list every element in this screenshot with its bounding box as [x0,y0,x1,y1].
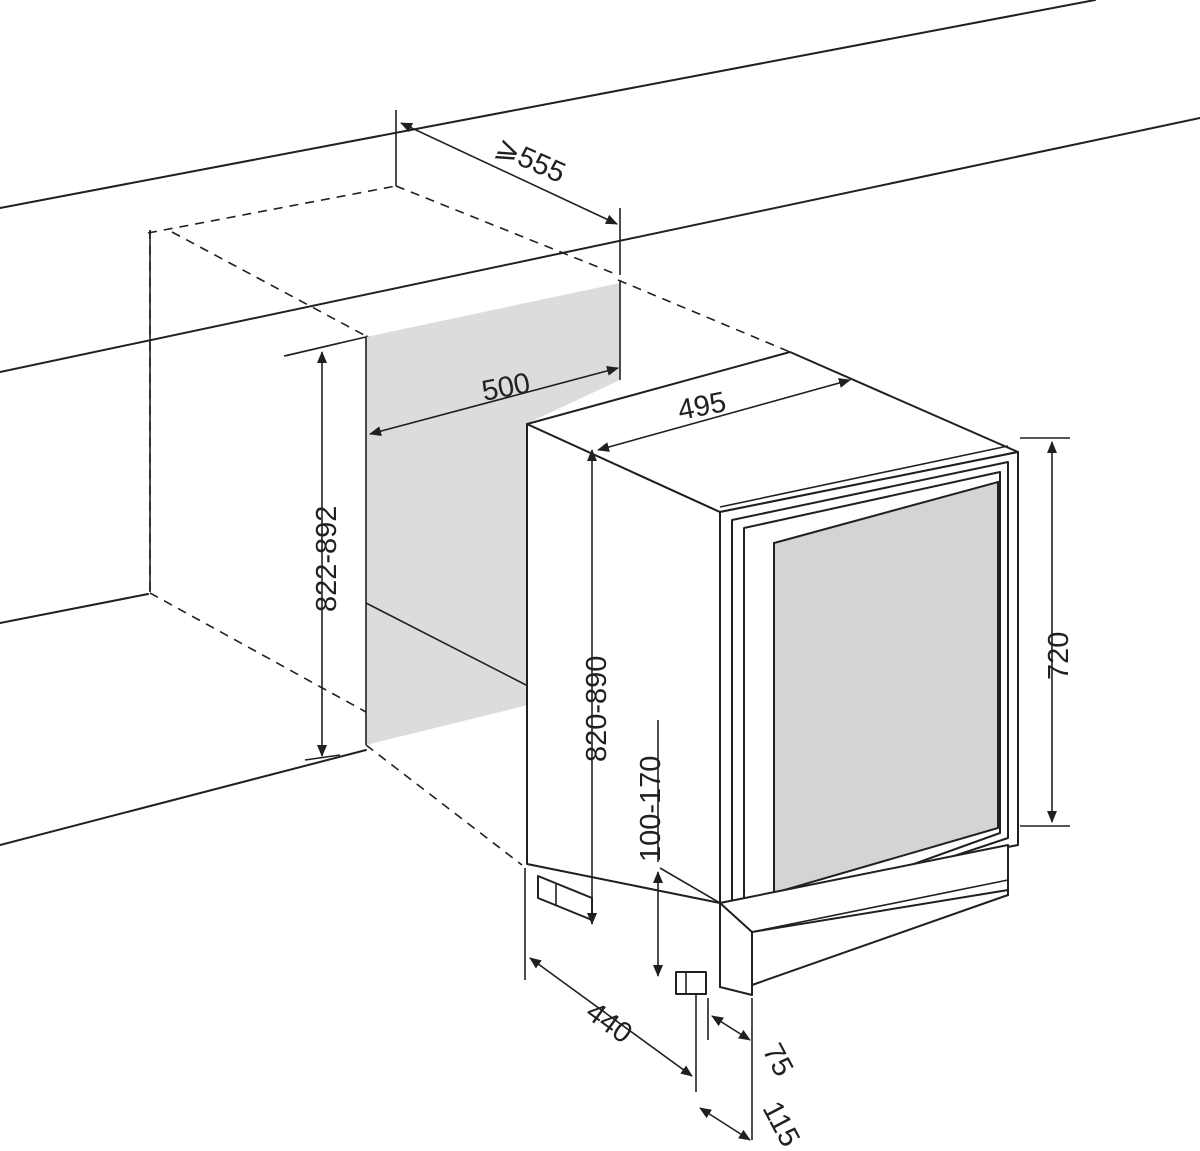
label-door-height: 720 [1043,632,1075,680]
dim-niche-width [369,365,619,437]
dim-door-thickness [707,998,753,1140]
dim-door-height [1020,437,1070,827]
dim-appliance-depth [524,868,697,1092]
label-door-thickness: 75 [756,1038,799,1082]
label-cabinet-depth: ⩾555 [491,131,570,190]
rear-foot [537,875,593,921]
label-appliance-depth: 440 [580,996,638,1050]
dim-front-offset [699,1107,751,1141]
door-glass [773,480,999,895]
label-appliance-height: 820-890 [581,656,613,762]
dim-niche-height [284,342,341,761]
dim-cabinet-depth [395,110,621,275]
dim-appliance-width [597,378,851,452]
wine-cooler [526,351,1019,996]
front-foot [675,971,707,995]
floor-lines [0,593,367,846]
label-niche-height: 822-892 [311,506,343,612]
label-plinth-height: 100-170 [635,756,667,862]
label-front-offset: 115 [756,1096,806,1151]
